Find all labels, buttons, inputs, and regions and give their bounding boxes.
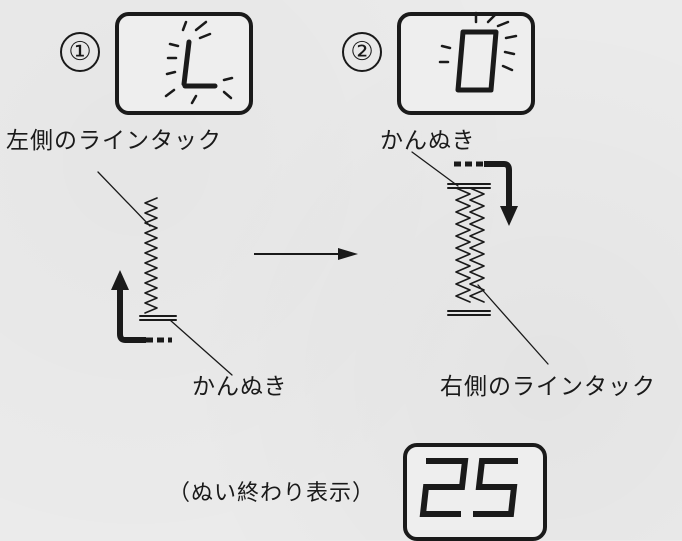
finish-label: （ぬい終わり表示） [168, 481, 376, 506]
step-2-down-arrow-icon [454, 161, 518, 226]
left-line-tack-label: 左側のラインタック [6, 128, 222, 154]
blinking-L-digit [164, 20, 234, 105]
finish-digits-25 [419, 458, 518, 517]
step-2-display [397, 12, 535, 115]
right-line-tack-label: 右側のラインタック [440, 374, 656, 400]
step-1-stitch [97, 171, 233, 376]
bartack-leader-line-1 [169, 319, 233, 376]
bartack-leader-line-2 [411, 151, 459, 187]
bartack-label-step-1: かんぬき [192, 374, 288, 400]
step-1-number: ① [60, 32, 100, 72]
blinking-0-digit [438, 11, 518, 93]
bartack-label-step-2: かんぬき [380, 128, 476, 154]
step-2-stitch [411, 151, 549, 365]
left-tack-leader-line [97, 171, 151, 227]
next-step-arrow-icon [254, 248, 358, 260]
step-2-number: ② [342, 32, 382, 72]
right-tack-leader-line [477, 284, 549, 365]
step-1-up-arrow-icon [111, 270, 172, 343]
